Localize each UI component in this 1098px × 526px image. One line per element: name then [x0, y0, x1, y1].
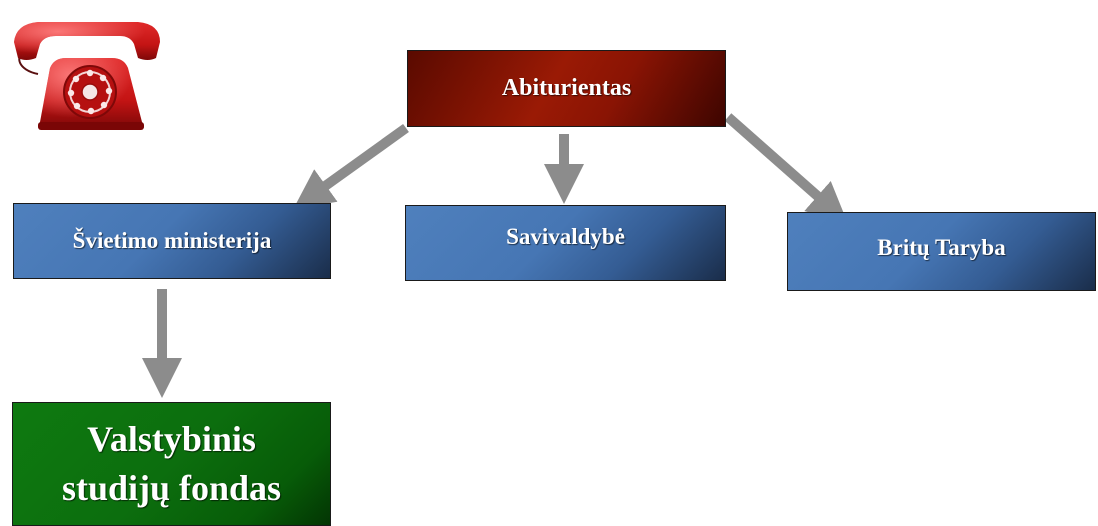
node-label: Britų Taryba [877, 235, 1006, 260]
node-label-line1: Valstybinis [87, 419, 256, 460]
node-britu-taryba: Britų Taryba [787, 212, 1096, 291]
telephone-icon [14, 22, 160, 130]
node-valstybinis-studiju-fondas: Valstybinis studijų fondas [12, 402, 331, 526]
node-label: Savivaldybė [506, 224, 625, 249]
node-abiturientas: Abiturientas [407, 50, 726, 127]
node-label-line2: studijų fondas [61, 468, 282, 508]
node-savivaldybe: Savivaldybė [405, 205, 726, 281]
node-label: Švietimo ministerija [72, 228, 272, 253]
arrow-top-to-left [293, 123, 409, 209]
node-svietimo-ministerija: Švietimo ministerija [13, 203, 331, 279]
node-label: Abiturientas [501, 75, 632, 101]
arrow-top-to-right [724, 113, 848, 223]
